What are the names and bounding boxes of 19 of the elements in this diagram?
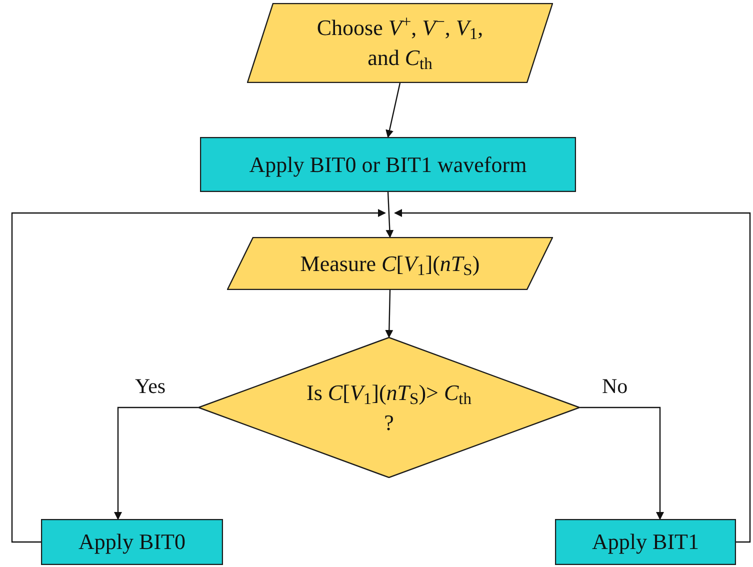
- node-text: Apply BIT0 or BIT1 waveform: [249, 150, 527, 179]
- arrow: [580, 406, 664, 520]
- node-text: Apply BIT1: [592, 528, 699, 556]
- input-parallelogram: [247, 3, 553, 83]
- arrow: [394, 209, 751, 543]
- node-text: Apply BIT0: [78, 528, 186, 556]
- arrow: [386, 192, 394, 238]
- process-box: [200, 137, 576, 192]
- node-text: Choose V$^{+}$, V$^{−}$, V$_{1}$, and C$_{th}$: [316, 13, 484, 73]
- arrow: [385, 290, 394, 338]
- node-text: Measure C[V$_{1}$](nT$_{S}$): [300, 250, 480, 278]
- input-parallelogram: [227, 237, 553, 290]
- process-box: [41, 519, 223, 565]
- arrow: [114, 406, 198, 520]
- node-text: Is C[V$_{1}$](nT$_{S}$)> C$_{th}$ ?: [306, 378, 472, 436]
- arrow: [386, 82, 401, 138]
- arrow: [11, 209, 386, 543]
- process-box: [555, 519, 736, 565]
- decision-diamond: [198, 337, 580, 478]
